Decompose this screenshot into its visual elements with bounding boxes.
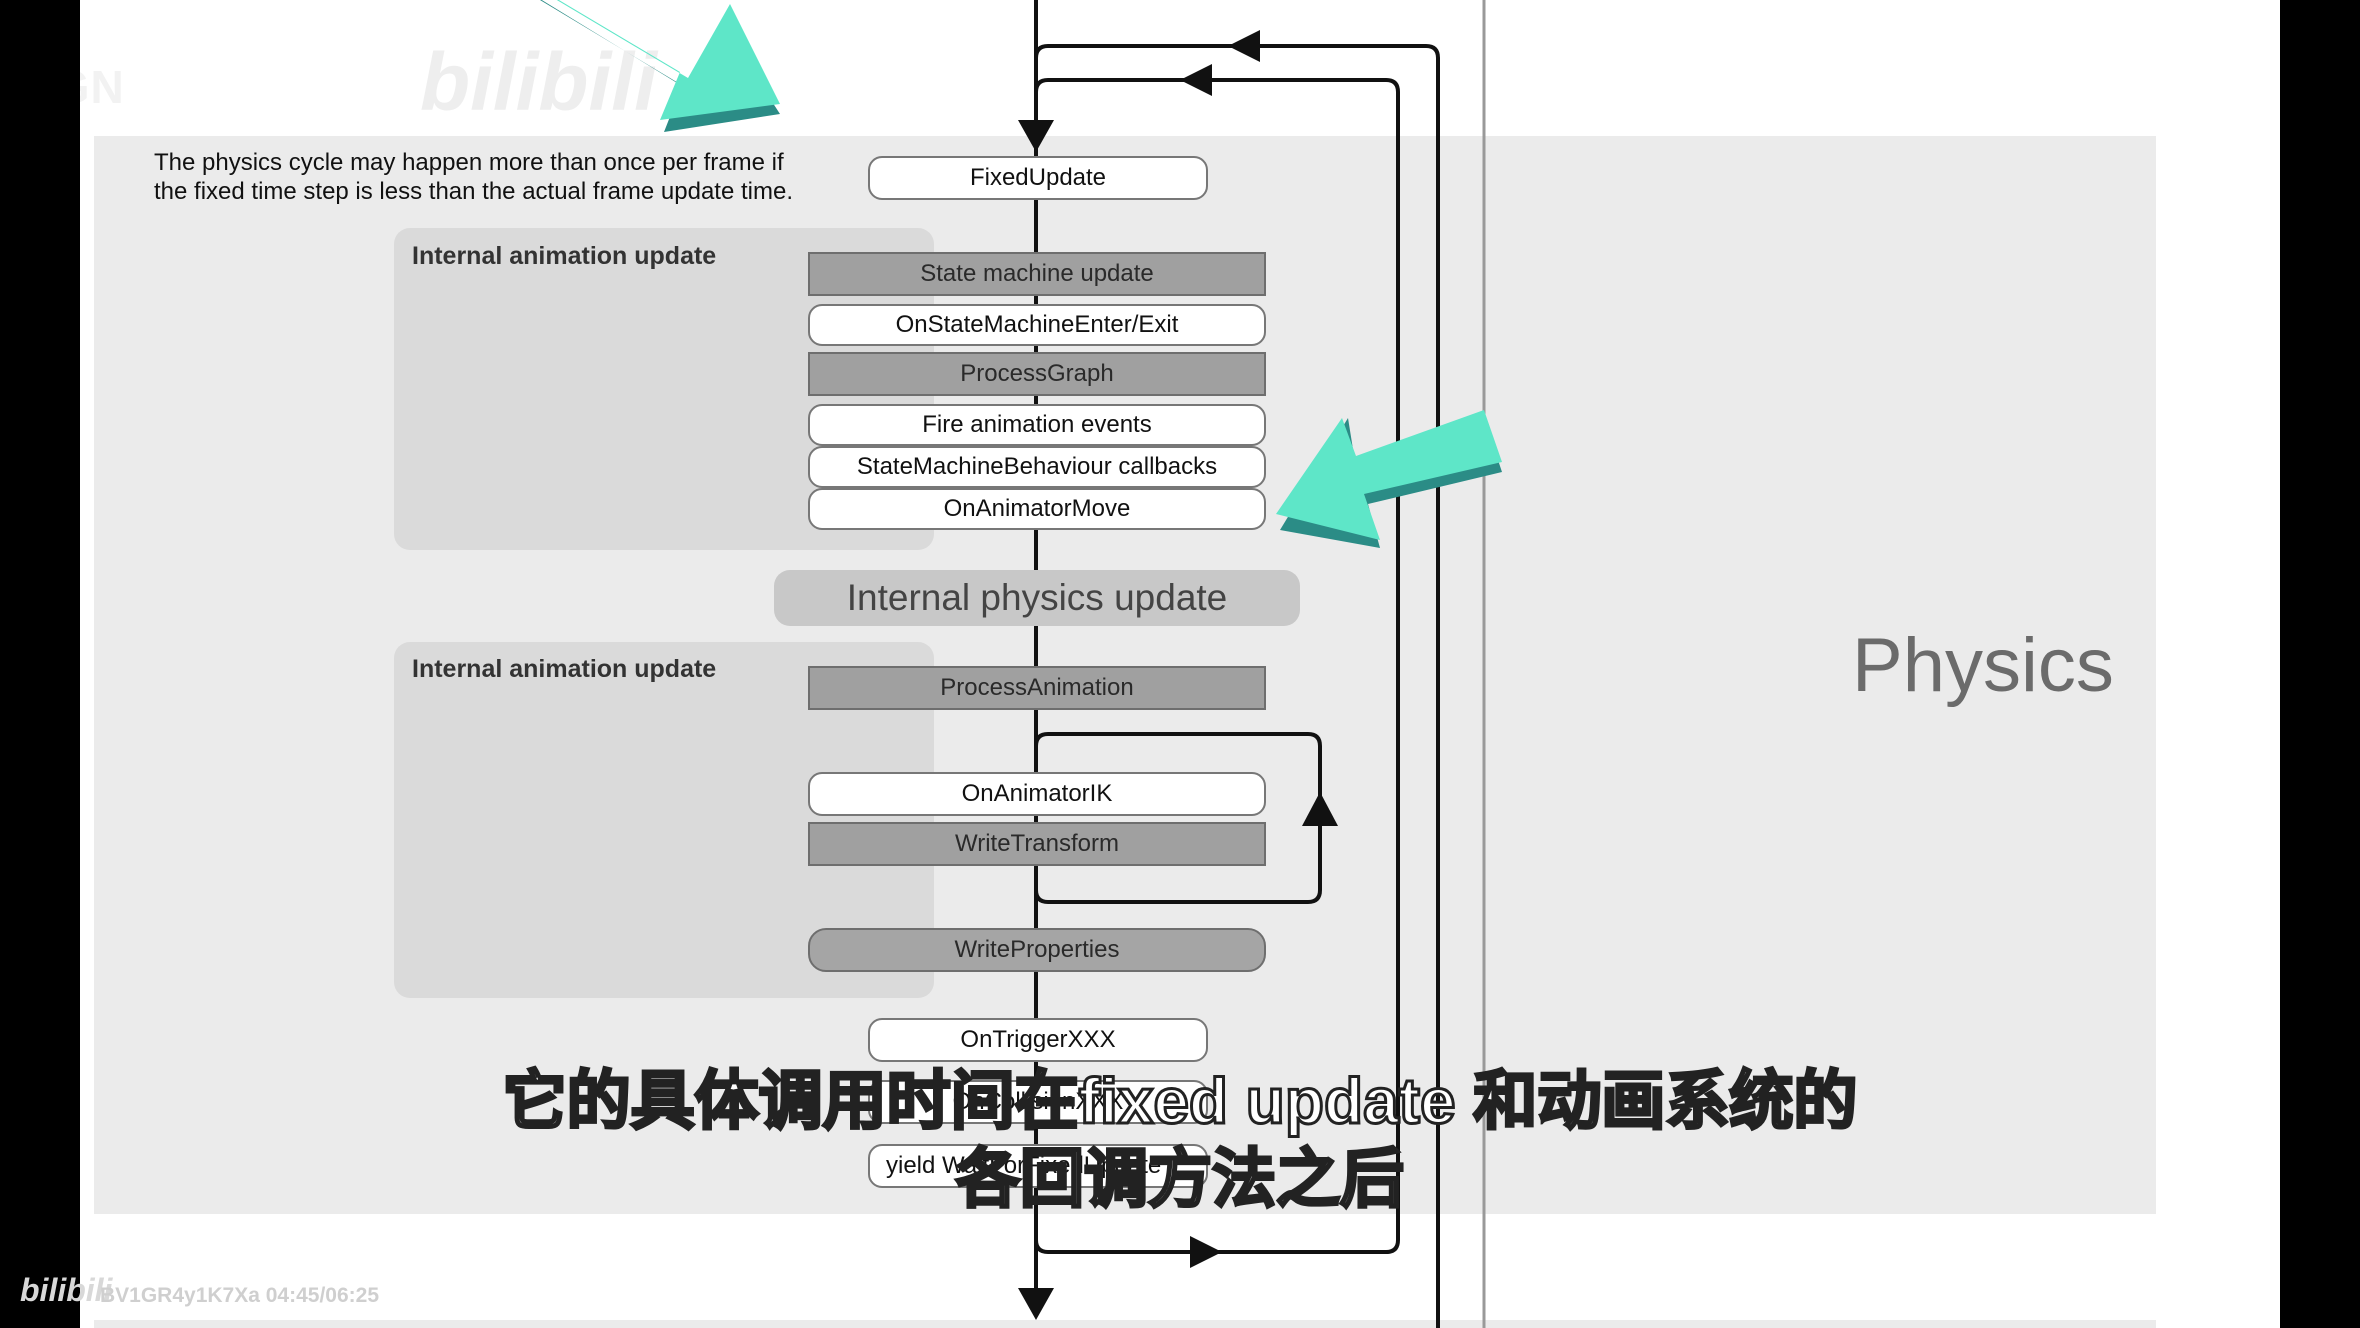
subtitle-line-2: 各回调方法之后 bbox=[955, 1142, 1406, 1217]
bottom-panel-edge bbox=[94, 1320, 2156, 1328]
yield-wait-for-fixed-update-step: yield WaitForFixedUpdate bbox=[868, 1144, 1208, 1188]
section-1-title: Internal animation update bbox=[412, 242, 717, 270]
fixed-update-step: FixedUpdate bbox=[868, 156, 1208, 200]
write-properties-step: WriteProperties bbox=[808, 928, 1266, 972]
cyan-arrow-top bbox=[540, 0, 780, 132]
bilibili-footer-logo: bilibili bbox=[20, 1272, 113, 1308]
fire-animation-events-step: Fire animation events bbox=[808, 404, 1266, 446]
on-collision-step: OnCollisionXXX bbox=[868, 1080, 1208, 1124]
note-line-1: The physics cycle may happen more than o… bbox=[154, 149, 784, 176]
on-animator-ik-step: OnAnimatorIK bbox=[808, 772, 1266, 816]
ik-loop-arrowhead bbox=[1302, 792, 1338, 826]
section-2-title: Internal animation update bbox=[412, 655, 717, 683]
video-frame: IGN bilibili The physics cycle may happe… bbox=[80, 0, 2280, 1328]
channel-watermark: IGN bbox=[80, 61, 125, 113]
ik-loop-line bbox=[1034, 732, 1322, 904]
process-animation-step: ProcessAnimation bbox=[808, 666, 1266, 710]
flow-connectors bbox=[540, 0, 1502, 1328]
on-trigger-step: OnTriggerXXX bbox=[868, 1018, 1208, 1062]
video-id-timestamp: BV1GR4y1K7Xa 04:45/06:25 bbox=[100, 1284, 380, 1307]
note-line-2: the fixed time step is less than the act… bbox=[154, 178, 793, 205]
physics-loop-line bbox=[1034, 78, 1400, 1254]
entry-arrowhead bbox=[1018, 120, 1054, 152]
physics-cycle-note: The physics cycle may happen more than o… bbox=[154, 148, 793, 206]
outer-loop-line bbox=[1034, 44, 1440, 1328]
outer-loop-arrowhead bbox=[1228, 30, 1260, 62]
exit-arrowhead bbox=[1018, 1288, 1054, 1320]
state-machine-update-step: State machine update bbox=[808, 252, 1266, 296]
write-transform-step: WriteTransform bbox=[808, 822, 1266, 866]
bilibili-watermark-logo: bilibili bbox=[420, 37, 657, 128]
cyan-arrow-middle bbox=[1276, 410, 1502, 548]
physics-loop-arrowhead bbox=[1180, 64, 1212, 96]
on-animator-move-step: OnAnimatorMove bbox=[808, 488, 1266, 530]
physics-loop-bottom-arrowhead bbox=[1190, 1236, 1222, 1268]
physics-phase-label: Physics bbox=[1852, 623, 2114, 708]
on-state-machine-enter-exit-step: OnStateMachineEnter/Exit bbox=[808, 304, 1266, 346]
subtitle-line-1: 它的具体调用时间在fixed update 和动画系统的 bbox=[501, 1064, 1859, 1139]
state-machine-behaviour-callbacks-step: StateMachineBehaviour callbacks bbox=[808, 446, 1266, 488]
process-graph-step: ProcessGraph bbox=[808, 352, 1266, 396]
internal-physics-update-step: Internal physics update bbox=[774, 570, 1300, 626]
